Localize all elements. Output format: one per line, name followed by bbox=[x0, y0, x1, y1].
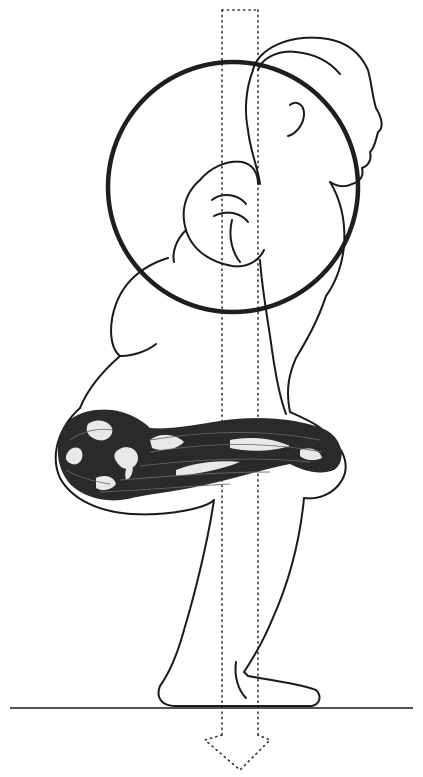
thigh-muscles bbox=[58, 410, 342, 501]
barbell-plate bbox=[108, 62, 358, 312]
arrow-head bbox=[205, 735, 270, 770]
center-of-gravity-line bbox=[205, 10, 270, 770]
lifter-figure bbox=[56, 38, 382, 706]
